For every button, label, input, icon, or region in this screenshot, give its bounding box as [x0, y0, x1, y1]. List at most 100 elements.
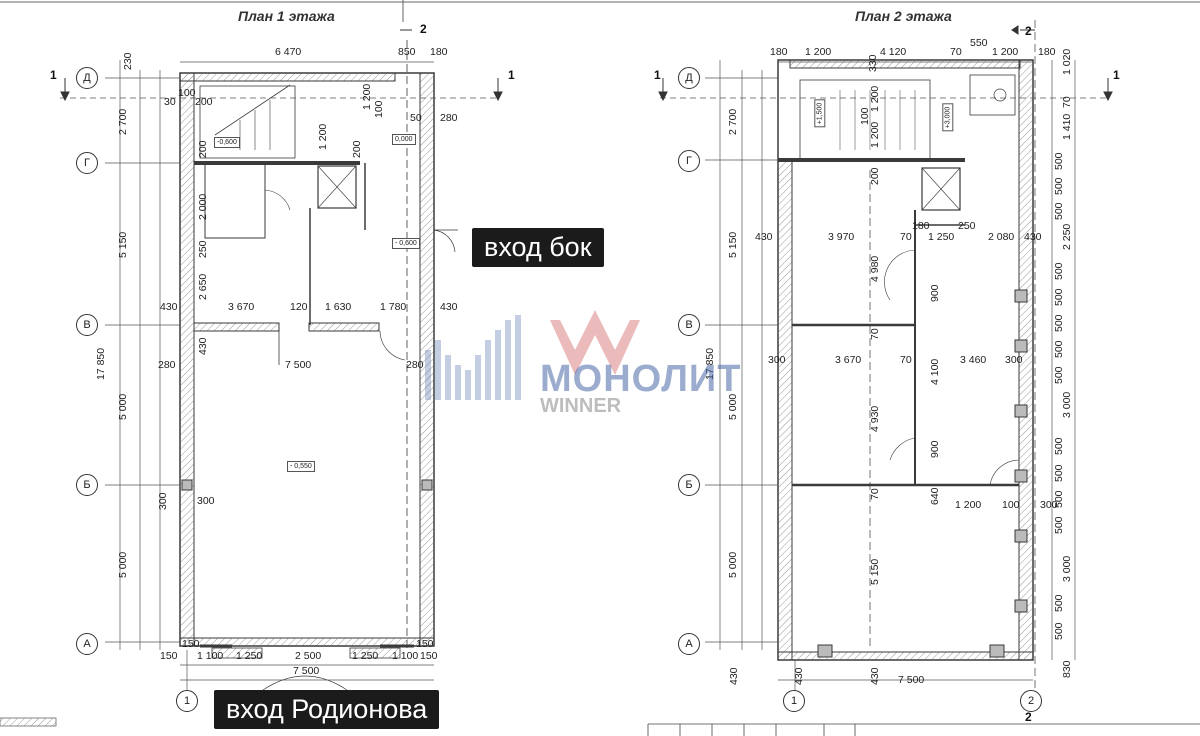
dim-label: 2 700 [117, 108, 129, 135]
dim-label: 6 470 [275, 46, 302, 58]
dim-label: 7 500 [898, 674, 925, 686]
dim-label: 3 000 [1061, 391, 1073, 418]
axis-marker-d: Д [678, 67, 700, 89]
dim-label: 1 200 [361, 83, 373, 110]
dim-label: 430 [755, 231, 773, 243]
level-mark: +3,000 [942, 103, 954, 132]
axis-marker-1: 1 [783, 690, 805, 712]
section-arrows [60, 25, 1113, 102]
axis-marker-v: В [76, 314, 98, 336]
dim-label: 500 [1053, 152, 1065, 170]
plan-1-gridlines [60, 60, 500, 690]
dim-label: 1 100 [392, 650, 419, 662]
side-entrance-label: вход бок [472, 228, 604, 267]
dim-label: 2 000 [197, 193, 209, 220]
dim-label: 430 [1024, 231, 1042, 243]
dim-label: 3 000 [1061, 555, 1073, 582]
plan-1-title: План 1 этажа [238, 8, 335, 24]
dim-label: 500 [1053, 340, 1065, 358]
dim-label: 120 [290, 301, 308, 313]
plan-2-walls [777, 20, 1036, 700]
axis-marker-v: В [678, 314, 700, 336]
dim-label: 50 [410, 112, 422, 124]
dim-label: 500 [1053, 366, 1065, 384]
axis-marker-a: А [678, 633, 700, 655]
section-mark: 1 [654, 68, 661, 82]
dim-label: 2 080 [988, 231, 1015, 243]
dim-label: 280 [158, 359, 176, 371]
watermark-bars-icon [425, 310, 640, 400]
plan-2-title: План 2 этажа [855, 8, 952, 24]
dim-label: 830 [1061, 660, 1073, 678]
title-block [0, 717, 1200, 736]
dim-label: 850 [398, 46, 416, 58]
dim-label: 5 150 [869, 558, 881, 585]
dim-label: 430 [440, 301, 458, 313]
dim-label: 300 [768, 354, 786, 366]
dim-label: 70 [869, 488, 881, 500]
axis-marker-2: 2 [1020, 690, 1042, 712]
dim-label: 500 [1053, 202, 1065, 220]
dim-label: 330 [867, 54, 879, 72]
dim-label: 1 250 [928, 231, 955, 243]
dim-label: 100 [178, 87, 196, 99]
watermark-logo [425, 310, 785, 420]
dim-label: 550 [970, 37, 988, 49]
dim-label: 70 [900, 231, 912, 243]
dim-label: 180 [430, 46, 448, 58]
dim-label: 7 500 [293, 665, 320, 677]
watermark-brand: МОНОЛИТ [540, 358, 742, 400]
plan-1-walls [179, 40, 458, 691]
dim-label: 430 [197, 337, 209, 355]
dim-label: 4 100 [929, 358, 941, 385]
dim-label: 280 [440, 112, 458, 124]
dim-label: 1 200 [805, 46, 832, 58]
dim-label: 500 [1053, 622, 1065, 640]
dim-label: 100 [373, 100, 385, 118]
level-mark: - 0,550 [287, 461, 315, 472]
level-mark: +1,500 [814, 99, 826, 128]
axis-marker-b: Б [76, 474, 98, 496]
section-mark: 1 [50, 68, 57, 82]
level-mark: 0,000 [392, 134, 416, 145]
dim-label: 7 500 [285, 359, 312, 371]
dim-label: 900 [929, 440, 941, 458]
dim-label: 4 930 [869, 405, 881, 432]
dim-label: 70 [950, 46, 962, 58]
dim-label: 5 150 [727, 231, 739, 258]
dim-label: 500 [1053, 516, 1065, 534]
dim-label: 230 [122, 52, 134, 70]
dim-label: 3 670 [228, 301, 255, 313]
dim-label: 200 [351, 140, 363, 158]
dim-label: 500 [1053, 464, 1065, 482]
dim-label: 5 000 [117, 393, 129, 420]
dim-label: 150 [160, 650, 178, 662]
dim-label: 3 670 [835, 354, 862, 366]
dim-label: 100 [1002, 499, 1020, 511]
dim-label: 300 [197, 495, 215, 507]
dim-label: 2 250 [1061, 223, 1073, 250]
dim-label: 4 980 [869, 255, 881, 282]
section-mark: 1 [1113, 68, 1120, 82]
dim-label: 300 [1005, 354, 1023, 366]
level-mark: - 0,600 [392, 238, 420, 249]
dim-label: 30 [164, 96, 176, 108]
dim-label: 200 [197, 140, 209, 158]
dim-label: 1 250 [236, 650, 263, 662]
dim-label: 180 [912, 220, 930, 232]
dim-label: 500 [1053, 594, 1065, 612]
axis-marker-a: А [76, 633, 98, 655]
axis-marker-g: Г [76, 152, 98, 174]
dim-label: 280 [406, 359, 424, 371]
dim-label: 200 [869, 167, 881, 185]
dim-label: 150 [416, 638, 434, 650]
section-mark: 2 [420, 22, 427, 36]
dim-label: 180 [1038, 46, 1056, 58]
dim-label: 150 [420, 650, 438, 662]
dim-label: 300 [1040, 499, 1058, 511]
dim-label: 1 200 [317, 123, 329, 150]
section-mark: 2 [1025, 710, 1032, 724]
dim-label: 1 200 [992, 46, 1019, 58]
dim-label: 250 [197, 240, 209, 258]
